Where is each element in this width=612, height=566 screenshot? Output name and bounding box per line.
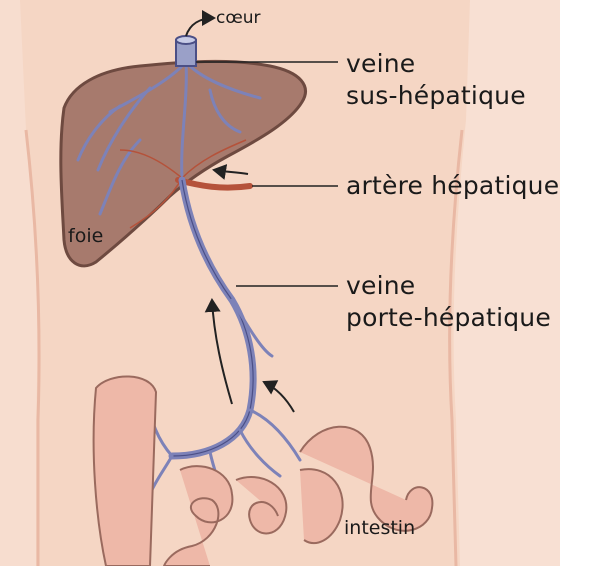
label-intestin: intestin xyxy=(344,518,415,538)
label-veine-porte-line1: veine xyxy=(346,270,551,302)
label-veine-sus-hepatique-line2: sus-hépatique xyxy=(346,80,526,112)
label-veine-sus-hepatique-line1: veine xyxy=(346,48,526,80)
label-foie: foie xyxy=(68,226,103,246)
label-veine-porte-hepatique: veine porte-hépatique xyxy=(346,270,551,334)
right-margin xyxy=(560,0,612,566)
label-veine-porte-line2: porte-hépatique xyxy=(346,302,551,334)
label-artere-hepatique: artère hépatique xyxy=(346,170,559,202)
label-veine-sus-hepatique: veine sus-hépatique xyxy=(346,48,526,112)
label-coeur: cœur xyxy=(216,8,261,28)
